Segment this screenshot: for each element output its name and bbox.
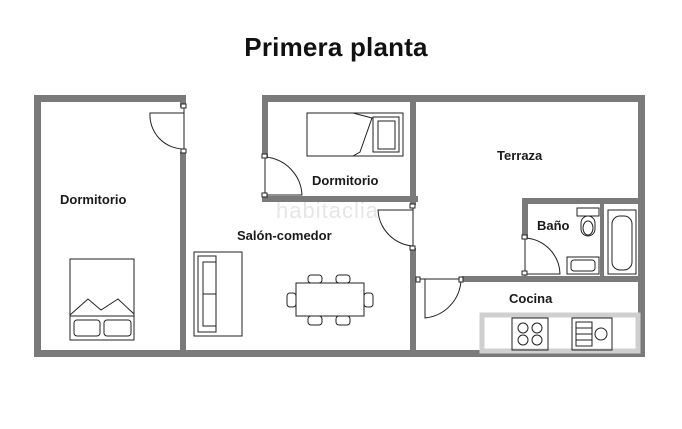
wall-dorm-stub [180,95,186,107]
room-label-bano: Baño [537,218,570,233]
walls [34,95,645,357]
wall-dorm-salon [180,152,186,352]
wall-bath-top [522,198,642,204]
wall-bath-left [522,198,528,238]
wall-top-right [262,95,645,102]
door-salon [377,203,416,251]
wall-kitchen-top [462,276,642,282]
door-dormitorio-top [261,153,303,198]
wall-salon-right [410,248,416,352]
dining-table [286,274,374,326]
bed-double [69,258,135,341]
door-bano [521,234,561,276]
door-terraza-kitchen [415,276,464,319]
wall-left [34,95,41,357]
wall-bath-divider [600,204,604,276]
room-label-dormitorio-left: Dormitorio [60,192,127,207]
door-dormitorio-left [149,103,187,154]
room-label-cocina: Cocina [509,291,553,306]
room-label-dormitorio-top: Dormitorio [312,173,379,188]
floor-title: Primera planta [244,32,428,62]
doors [149,103,561,319]
wall-right [638,95,645,357]
watermark-text: habitaclia [276,198,379,223]
wall-dorm2-bottom [262,196,418,202]
wall-top-left [34,95,184,102]
room-label-terraza: Terraza [497,148,543,163]
sofa [193,251,243,337]
room-label-salon: Salón-comedor [237,228,332,243]
wall-dorm2-right [410,95,416,205]
wall-hall-left [262,95,268,157]
kitchen-counter [479,312,641,354]
bath-fixtures [566,207,637,275]
bed-single [306,112,404,157]
wall-bottom [34,350,645,357]
